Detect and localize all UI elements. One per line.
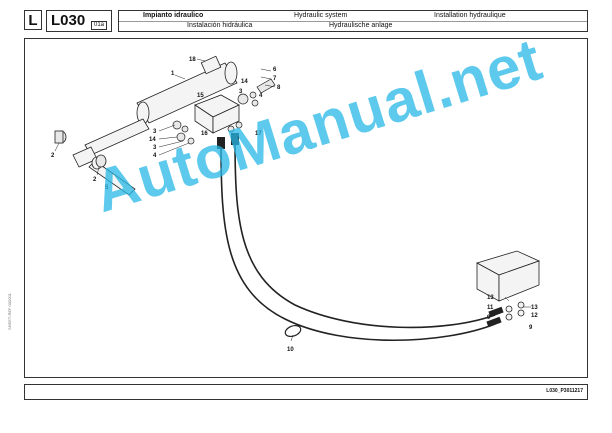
part-number-callouts: 18 1 6 7 8 14 3 4 15 3 14 3 4 16 17 2 2 …: [51, 57, 538, 353]
bushing-parts: [54, 130, 107, 168]
cylinder-body: [84, 55, 238, 156]
callout-17: 17: [255, 131, 262, 137]
callout-10: 10: [287, 347, 294, 353]
valve-block: [194, 94, 240, 134]
title-row-1: Impianto idraulico Hydraulic system Inst…: [119, 11, 587, 22]
callout-12: 12: [531, 313, 538, 319]
callout-9-right: 9: [529, 325, 533, 331]
callout-3-left-2: 3: [153, 145, 157, 151]
hydraulic-parts-diagram: 18 1 6 7 8 14 3 4 15 3 14 3 4 16 17 2 2 …: [51, 55, 541, 353]
hose-clamp: [284, 324, 302, 338]
callout-4-top: 4: [259, 93, 263, 99]
callout-15: 15: [197, 93, 204, 99]
side-note: SHEET-REF 000001: [7, 293, 12, 330]
footer-bar: L030_P3011217: [24, 384, 588, 400]
callout-13-left: 13: [487, 295, 494, 301]
callout-4-left: 4: [153, 153, 157, 159]
title-spanish: Instalación hidráulica: [187, 22, 253, 29]
title-italian: Impianto idraulico: [143, 12, 204, 19]
callout-5: 5: [105, 185, 109, 191]
title-english: Hydraulic system: [294, 12, 348, 19]
callout-18: 18: [189, 57, 196, 63]
title-french: Installation hydraulique: [434, 12, 506, 19]
callout-13-right: 13: [531, 305, 538, 311]
callout-14-top: 14: [241, 79, 248, 85]
title-german: Hydraulische anlage: [329, 22, 393, 29]
callout-1: 1: [171, 71, 175, 77]
drawing-reference: L030_P3011217: [546, 388, 583, 394]
parts-diagram-frame: 18 1 6 7 8 14 3 4 15 3 14 3 4 16 17 2 2 …: [24, 38, 588, 378]
section-sub-code: 01a: [90, 21, 107, 30]
leader-lines: [54, 58, 531, 342]
section-letter: L: [24, 10, 42, 30]
fittings: [172, 78, 276, 145]
callout-8: 8: [277, 85, 281, 91]
callout-14-left: 14: [149, 137, 156, 143]
callout-2-right: 2: [93, 177, 97, 183]
callout-2-left: 2: [51, 153, 55, 159]
callout-16: 16: [201, 131, 208, 137]
title-box: Impianto idraulico Hydraulic system Inst…: [118, 10, 588, 32]
section-code: L030: [51, 12, 86, 29]
distributor-block: [475, 250, 541, 321]
title-row-2: Instalación hidráulica Hydraulische anla…: [119, 21, 587, 31]
callout-11: 11: [487, 305, 494, 311]
callout-7: 7: [273, 76, 277, 82]
callout-3-left: 3: [153, 129, 157, 135]
callout-6: 6: [273, 67, 277, 73]
section-code-box: L030 01a: [46, 10, 112, 32]
callout-9-left: 9: [487, 315, 491, 321]
hose-fittings: [217, 133, 504, 328]
callout-3-top: 3: [239, 89, 243, 95]
hydraulic-hoses: [220, 138, 496, 341]
